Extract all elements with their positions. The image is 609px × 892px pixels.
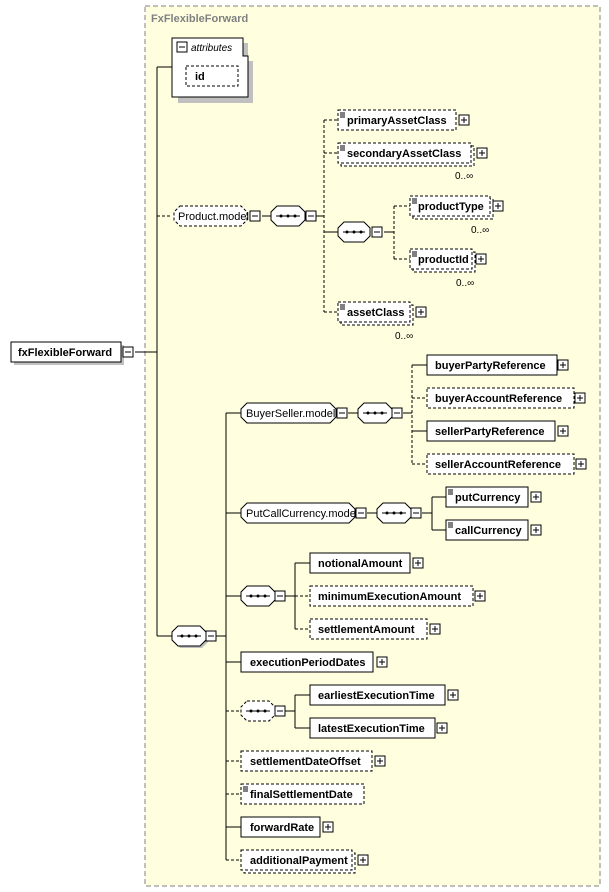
element-latestExecutionTime[interactable]: latestExecutionTime <box>309 717 448 739</box>
group-buyerseller-model[interactable]: BuyerSeller.model <box>240 402 348 424</box>
group-putcallcurrency-model[interactable]: PutCallCurrency.model <box>240 502 367 524</box>
element-label: forwardRate <box>250 822 314 834</box>
element-label: buyerPartyReference <box>435 360 546 372</box>
sequence-compositor[interactable] <box>240 700 286 722</box>
expand-icon[interactable] <box>415 306 427 318</box>
expand-icon[interactable] <box>436 722 448 734</box>
collapse-icon[interactable] <box>176 41 188 53</box>
sequence-compositor[interactable] <box>357 402 403 424</box>
expand-icon[interactable] <box>429 623 441 635</box>
element-label: sellerPartyReference <box>435 426 544 438</box>
expand-icon[interactable] <box>574 392 586 404</box>
element-label: latestExecutionTime <box>318 723 425 735</box>
putcallcurrency-model-label: PutCallCurrency.model <box>246 508 358 520</box>
element-fxFlexibleForward[interactable]: fxFlexibleForward <box>10 341 134 365</box>
element-callCurrency[interactable]: callCurrency <box>445 519 542 541</box>
element-label: productType <box>418 201 484 213</box>
element-label: putCurrency <box>455 492 521 504</box>
element-label: settlementDateOffset <box>250 756 361 768</box>
element-finalSettlementDate[interactable]: finalSettlementDate <box>240 783 365 805</box>
element-label: secondaryAssetClass <box>347 148 461 160</box>
expand-icon[interactable] <box>530 491 542 503</box>
occurrence-label: 0..∞ <box>395 331 413 342</box>
collapse-icon[interactable] <box>249 210 261 222</box>
element-settlementDateOffset[interactable]: settlementDateOffset <box>240 750 386 772</box>
element-assetClass[interactable]: assetClass 0..∞ <box>337 301 427 342</box>
occurrence-label: 0..∞ <box>455 171 473 182</box>
expand-icon[interactable] <box>492 200 504 212</box>
element-forwardRate[interactable]: forwardRate <box>240 816 334 838</box>
occurrence-label: 0..∞ <box>456 278 474 289</box>
sequence-compositor[interactable] <box>376 502 422 524</box>
element-productType[interactable]: productType 0..∞ <box>409 195 504 236</box>
collapse-icon[interactable] <box>122 346 134 358</box>
complex-type-title: FxFlexibleForward <box>151 13 248 25</box>
root-label: fxFlexibleForward <box>18 347 112 359</box>
element-label: additionalPayment <box>250 855 348 867</box>
expand-icon[interactable] <box>557 425 569 437</box>
expand-icon[interactable] <box>374 755 386 767</box>
element-label: settlementAmount <box>318 624 415 636</box>
element-label: primaryAssetClass <box>347 115 447 127</box>
element-label: buyerAccountReference <box>435 393 562 405</box>
element-secondaryAssetClass[interactable]: secondaryAssetClass 0..∞ <box>337 142 488 182</box>
element-earliestExecutionTime[interactable]: earliestExecutionTime <box>309 684 459 706</box>
element-putCurrency[interactable]: putCurrency <box>445 486 542 508</box>
element-additionalPayment[interactable]: additionalPayment <box>240 849 369 874</box>
complex-type-box <box>144 5 601 887</box>
product-model-label: Product.model <box>178 211 249 223</box>
expand-icon[interactable] <box>475 253 487 265</box>
element-productId[interactable]: productId 0..∞ <box>409 248 487 289</box>
attributes-group: attributes id <box>171 37 253 103</box>
element-buyerAccountReference[interactable]: buyerAccountReference <box>426 387 586 409</box>
element-sellerPartyReference[interactable]: sellerPartyReference <box>426 420 569 442</box>
attribute-id-label: id <box>195 71 205 83</box>
element-executionPeriodDates[interactable]: executionPeriodDates <box>240 651 388 673</box>
group-product-model[interactable]: Product.model <box>173 205 261 227</box>
element-settlementAmount[interactable]: settlementAmount <box>309 618 441 640</box>
expand-icon[interactable] <box>530 524 542 536</box>
element-label: executionPeriodDates <box>250 657 366 669</box>
element-label: finalSettlementDate <box>250 789 353 801</box>
element-primaryAssetClass[interactable]: primaryAssetClass <box>337 109 470 131</box>
expand-icon[interactable] <box>322 821 334 833</box>
sequence-compositor[interactable] <box>270 205 317 227</box>
buyerseller-model-label: BuyerSeller.model <box>246 408 335 420</box>
expand-icon[interactable] <box>447 689 459 701</box>
collapse-icon[interactable] <box>336 407 348 419</box>
element-label: assetClass <box>347 307 405 319</box>
element-label: minimumExecutionAmount <box>318 591 461 603</box>
element-label: sellerAccountReference <box>435 459 561 471</box>
main-sequence-compositor[interactable] <box>171 625 217 648</box>
choice-compositor[interactable] <box>240 585 286 607</box>
occurrence-label: 0..∞ <box>471 225 489 236</box>
attribute-id[interactable] <box>185 65 239 87</box>
connector-lines <box>135 66 446 861</box>
element-buyerPartyReference[interactable]: buyerPartyReference <box>426 354 569 376</box>
expand-icon[interactable] <box>474 590 486 602</box>
element-label: callCurrency <box>455 525 523 537</box>
element-label: earliestExecutionTime <box>318 690 435 702</box>
attributes-title: attributes <box>191 43 232 54</box>
element-label: notionalAmount <box>318 558 403 570</box>
expand-icon[interactable] <box>557 359 569 371</box>
expand-icon[interactable] <box>357 854 369 866</box>
sequence-compositor[interactable] <box>337 221 383 243</box>
expand-icon[interactable] <box>376 656 388 668</box>
expand-icon[interactable] <box>458 114 470 126</box>
element-notionalAmount[interactable]: notionalAmount <box>309 552 424 574</box>
element-label: productId <box>418 254 469 266</box>
element-minimumExecutionAmount[interactable]: minimumExecutionAmount <box>309 585 486 607</box>
expand-icon[interactable] <box>575 458 587 470</box>
collapse-icon[interactable] <box>355 507 367 519</box>
element-sellerAccountReference[interactable]: sellerAccountReference <box>426 453 587 475</box>
expand-icon[interactable] <box>476 147 488 159</box>
expand-icon[interactable] <box>412 557 424 569</box>
